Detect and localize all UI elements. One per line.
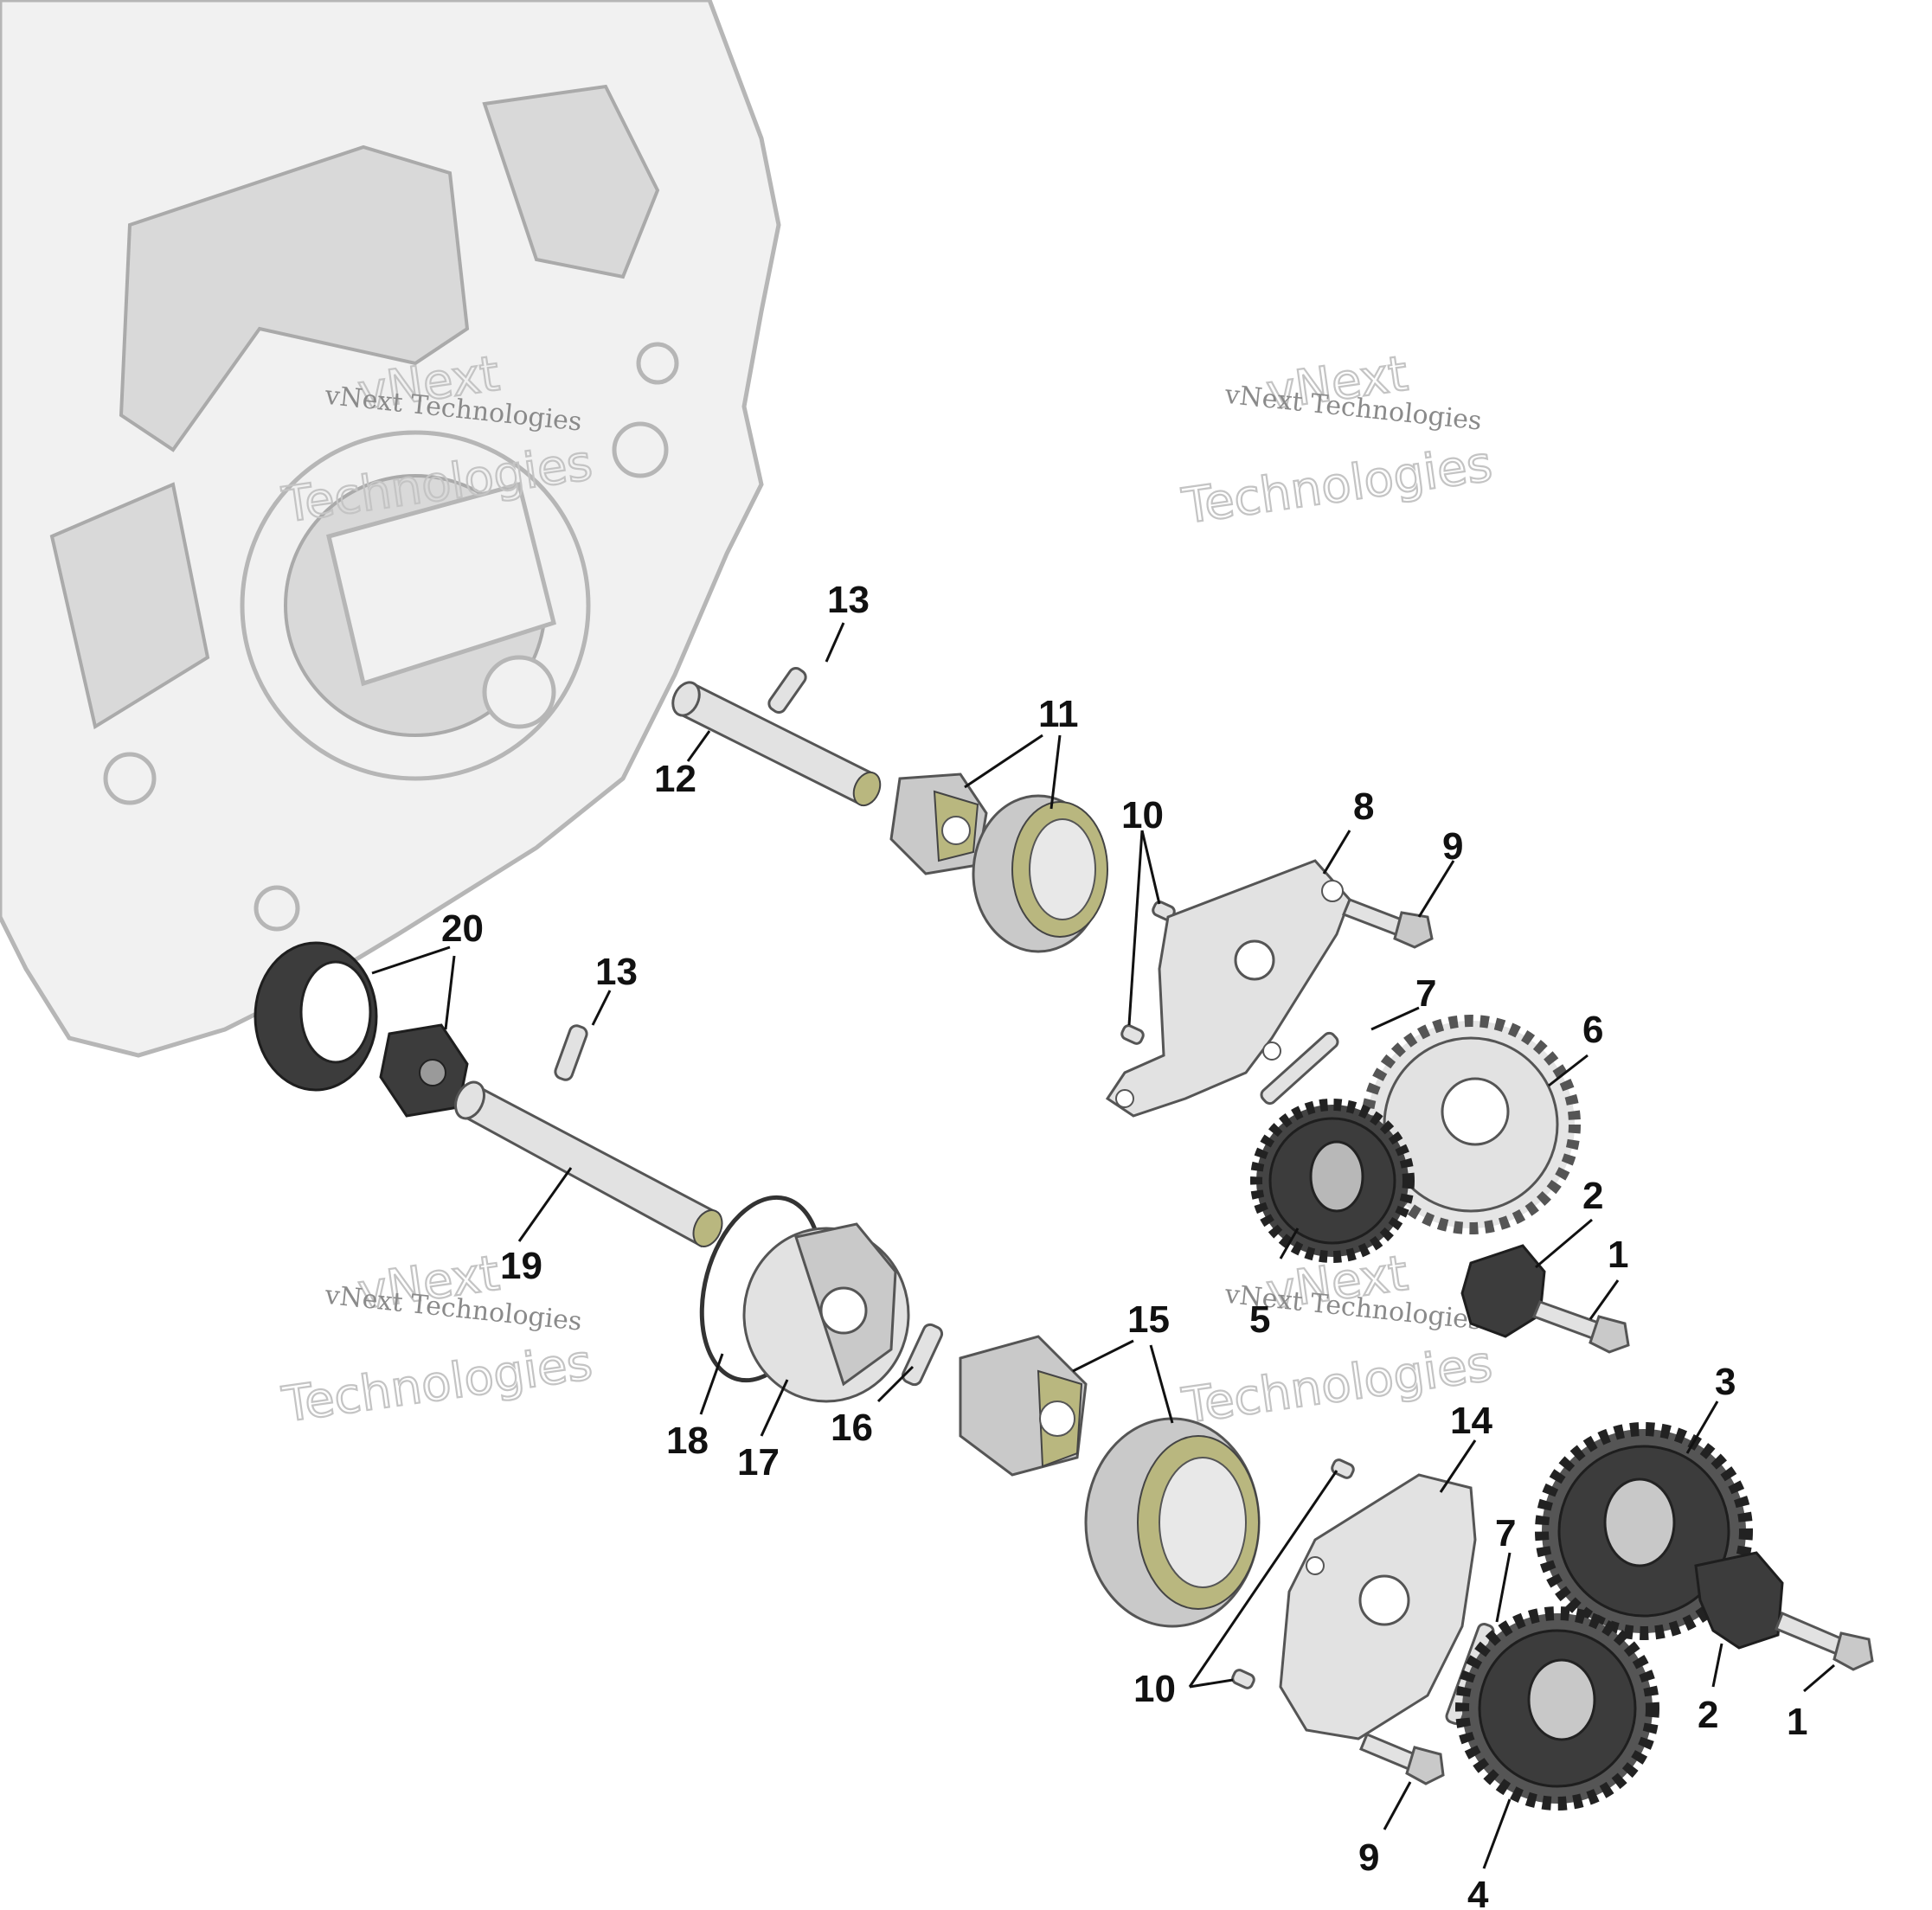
bolt-9-upper (1342, 898, 1434, 949)
callout-20: 20 (441, 907, 484, 950)
callout-15: 15 (1127, 1298, 1170, 1341)
callout-9-lower: 9 (1358, 1836, 1379, 1879)
callout-14: 14 (1450, 1400, 1492, 1442)
outer-rotor-15 (1084, 1417, 1261, 1628)
nut-2-lower (1694, 1551, 1784, 1650)
watermark-3: vNext vNext Technologies Technologies (278, 1244, 596, 1434)
nut-2-upper (1460, 1244, 1546, 1338)
inner-rotor-15 (959, 1335, 1088, 1477)
inner-rotor-20 (379, 1023, 469, 1118)
gear-5 (1250, 1099, 1415, 1263)
callout-labels: 13 12 11 10 8 9 7 6 2 1 5 20 13 19 18 17… (441, 579, 1807, 1910)
callout-10-upper: 10 (1121, 794, 1164, 836)
pin-13-upper (767, 666, 807, 715)
callout-2-lower: 2 (1698, 1694, 1718, 1736)
dowels-10-lower (1231, 1458, 1355, 1689)
callout-17: 17 (737, 1441, 780, 1484)
callout-1-upper: 1 (1608, 1234, 1628, 1276)
svg-text:Technologies: Technologies (1178, 436, 1495, 535)
engine-case-background (0, 0, 781, 1058)
outer-rotor-20 (254, 941, 378, 1092)
bolt-1-upper (1532, 1300, 1630, 1354)
shaft-19 (454, 1080, 723, 1248)
pin-16 (901, 1323, 944, 1387)
callout-1-lower: 1 (1787, 1701, 1807, 1743)
callout-5: 5 (1249, 1298, 1270, 1341)
housing-17 (742, 1222, 910, 1403)
svg-text:Technologies: Technologies (1178, 1336, 1495, 1435)
inner-rotor-11 (889, 772, 988, 875)
shaft-12 (671, 681, 882, 807)
callout-7-upper: 7 (1415, 972, 1436, 1015)
callout-6: 6 (1582, 1009, 1603, 1051)
gear-3 (1535, 1422, 1753, 1640)
callout-2-upper: 2 (1582, 1175, 1603, 1217)
callout-19: 19 (500, 1245, 542, 1287)
watermark-2: vNext vNext Technologies Technologies (1178, 344, 1496, 535)
callout-13-upper: 13 (827, 579, 870, 621)
svg-text:Technologies: Technologies (279, 1335, 595, 1434)
callout-10-lower: 10 (1133, 1668, 1176, 1710)
pin-13-lower (554, 1024, 588, 1081)
pump-cover-14 (1279, 1473, 1477, 1740)
callout-4: 4 (1467, 1874, 1489, 1910)
pin-7-upper (1260, 1031, 1339, 1106)
callout-11: 11 (1038, 693, 1079, 735)
outer-rotor-11 (972, 794, 1108, 953)
callout-13-lower: 13 (595, 951, 638, 993)
gear-6 (1361, 1015, 1581, 1234)
callout-3: 3 (1715, 1361, 1736, 1403)
callout-12: 12 (654, 758, 696, 800)
bolt-9-lower (1359, 1733, 1445, 1785)
callout-8: 8 (1353, 785, 1374, 828)
pump-cover-8 (1105, 859, 1351, 1118)
bolt-1-lower (1775, 1612, 1874, 1671)
callout-18: 18 (666, 1420, 709, 1462)
callout-7-lower: 7 (1495, 1512, 1516, 1554)
gear-4 (1455, 1606, 1659, 1811)
callout-16: 16 (831, 1407, 873, 1449)
callout-9-upper: 9 (1442, 825, 1463, 868)
leader-lines (371, 622, 1835, 1869)
